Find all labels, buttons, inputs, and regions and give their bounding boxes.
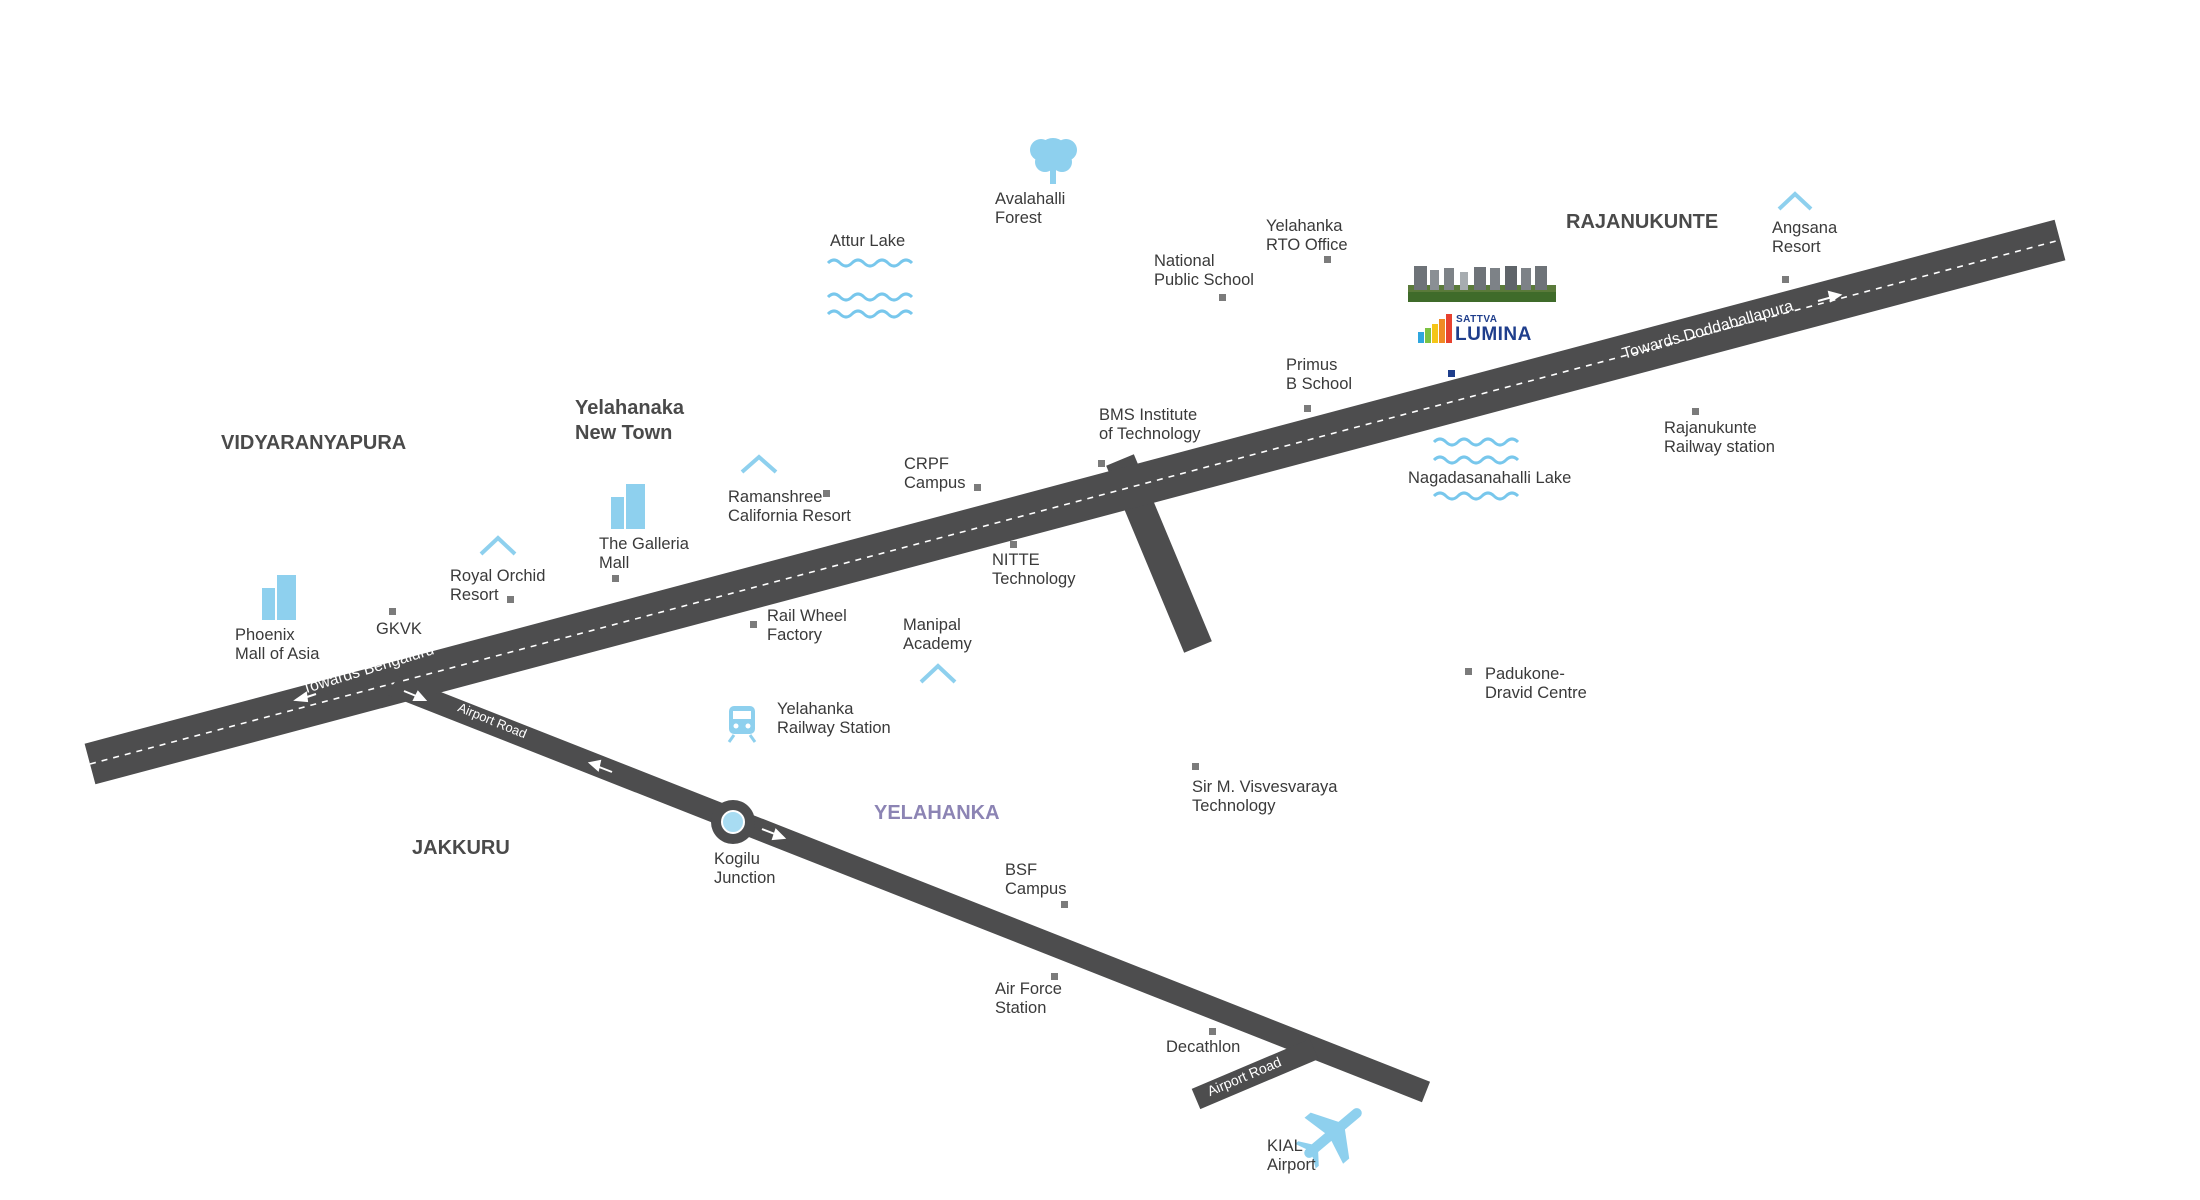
marker-galleria — [612, 575, 619, 582]
label-avalahalli-forest: Avalahalli Forest — [995, 190, 1066, 227]
label-bsf-campus: BSF Campus — [1005, 861, 1067, 898]
project-brand-top: SATTVA — [1456, 314, 1498, 325]
marker-bms — [1098, 460, 1105, 467]
marker-angsana — [1782, 276, 1789, 283]
label-ramanshree-resort: Ramanshree California Resort — [728, 488, 851, 525]
label-yelahanka-railway: Yelahanka Railway Station — [777, 700, 891, 737]
marker-nitte — [1010, 541, 1017, 548]
nagadasanahalli-lake-water-icon — [1432, 437, 1520, 501]
marker-padukone — [1465, 668, 1472, 675]
marker-rail-wheel — [750, 621, 757, 628]
marker-nps — [1219, 294, 1226, 301]
marker-ramanshree — [823, 490, 830, 497]
label-rail-wheel-factory: Rail Wheel Factory — [767, 607, 847, 644]
marker-rto — [1324, 256, 1331, 263]
marker-decathlon — [1209, 1028, 1216, 1035]
label-yelahanka-rto: Yelahanka RTO Office — [1266, 217, 1348, 254]
area-jakkuru: JAKKURU — [412, 837, 510, 859]
label-manipal-academy: Manipal Academy — [903, 616, 972, 653]
label-kial-airport: KIAL Airport — [1267, 1137, 1316, 1174]
marker-bsf — [1061, 901, 1068, 908]
label-sir-mv-technology: Sir M. Visvesvaraya Technology — [1192, 778, 1338, 815]
phoenix-mall-building-icon — [262, 575, 296, 620]
area-yelahanka: YELAHANKA — [874, 802, 1000, 824]
arrow-airport-down-icon — [403, 690, 428, 701]
location-markers — [389, 256, 1789, 1035]
marker-primus — [1304, 405, 1311, 412]
area-rajanukunte: RAJANUKUNTE — [1566, 211, 1719, 233]
marker-lumina — [1448, 370, 1455, 377]
ramanshree-resort-icon — [740, 454, 778, 474]
arrow-left-icon — [293, 691, 317, 703]
label-attur-lake: Attur Lake — [830, 232, 906, 250]
roundabout-icon — [711, 800, 755, 844]
angsana-resort-icon — [1777, 191, 1813, 211]
label-kogilu-junction: Kogilu Junction — [714, 850, 776, 887]
area-yelahanka-new-town: Yelahanaka New Town — [575, 397, 684, 444]
label-decathlon: Decathlon — [1166, 1038, 1241, 1056]
arrow-right-icon — [1817, 290, 1843, 303]
airplane-icon — [1295, 1108, 1362, 1169]
airport-road — [388, 674, 1431, 1103]
label-rajanukunte-railway: Rajanukunte Railway station — [1664, 419, 1775, 456]
area-vidyaranyapura: VIDYARANYAPURA — [221, 432, 407, 454]
label-padukone-dravid: Padukone- Dravid Centre — [1485, 665, 1587, 702]
galleria-mall-building-icon — [611, 484, 645, 529]
main-highway-centerline — [89, 239, 2061, 765]
marker-royal-orchid — [507, 596, 514, 603]
airport-road-spur — [1191, 1038, 1319, 1110]
marker-gkvk — [389, 608, 396, 615]
label-angsana-resort: Angsana Resort — [1772, 219, 1838, 256]
project-brand-main: LUMINA — [1455, 324, 1532, 345]
label-royal-orchid: Royal Orchid Resort — [450, 567, 546, 604]
label-phoenix-mall: Phoenix Mall of Asia — [235, 626, 320, 663]
label-crpf-campus: CRPF Campus — [904, 455, 966, 492]
label-nitte: NITTE Technology — [992, 551, 1076, 588]
label-nagadasanahalli-lake: Nagadasanahalli Lake — [1408, 469, 1572, 487]
arrow-airport-up-icon — [587, 759, 613, 773]
arrow-airport-down2-icon — [761, 828, 787, 841]
label-national-public-school: National Public School — [1154, 252, 1254, 289]
road-network — [84, 219, 2066, 1110]
direction-arrows — [293, 290, 1843, 841]
manipal-academy-icon — [919, 663, 957, 684]
train-icon — [727, 706, 757, 743]
label-galleria-mall: The Galleria Mall — [599, 535, 689, 572]
attur-lake-water-icon — [826, 258, 914, 319]
marker-rajanukunte-rly — [1692, 408, 1699, 415]
label-primus-b-school: Primus B School — [1286, 356, 1353, 393]
label-gkvk: GKVK — [376, 620, 422, 638]
roundabout-base — [387, 675, 404, 698]
tree-icon — [1030, 138, 1077, 184]
sattva-lumina-logo-icon — [1418, 314, 1452, 343]
marker-sir-mv — [1192, 763, 1199, 770]
project-buildings-image — [1408, 266, 1556, 302]
label-bms-institute: BMS Institute of Technology — [1099, 406, 1201, 443]
royal-orchid-resort-icon — [479, 535, 517, 556]
label-air-force-station: Air Force Station — [995, 980, 1062, 1017]
marker-crpf — [974, 484, 981, 491]
marker-air-force — [1051, 973, 1058, 980]
